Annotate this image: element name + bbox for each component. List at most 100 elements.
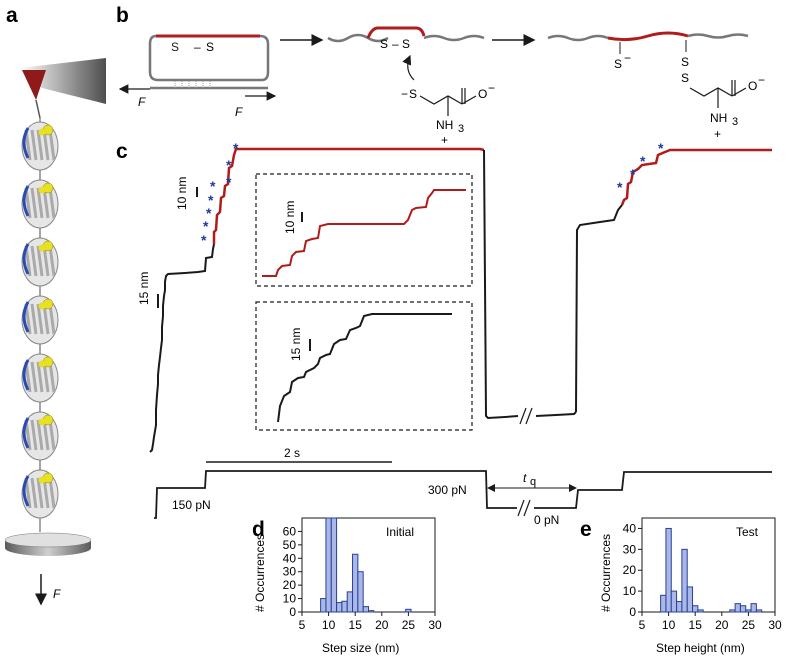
y-tick-label: 30: [623, 542, 637, 556]
b-o-charge: −: [488, 81, 495, 95]
b-prod-s2: S: [681, 71, 689, 85]
inset-trace-red: [262, 189, 466, 277]
hist-bar: [357, 571, 364, 613]
hist-d-ylabel: # Occurrences: [253, 534, 267, 612]
inset-red-box: [255, 173, 473, 287]
trace-initial-black: [149, 243, 215, 453]
b-prod-nh3-sub: 3: [732, 116, 738, 128]
product-loop-red: [607, 31, 689, 42]
hist-d-title: Initial: [386, 525, 414, 539]
x-tick-label: 25: [402, 618, 416, 632]
time-scale-label: 2 s: [284, 446, 300, 460]
hist-bar: [346, 591, 354, 613]
hist-bar: [692, 605, 699, 613]
b-plus: +: [441, 133, 448, 147]
x-tick-label: 25: [742, 618, 756, 632]
inset-black-box: [255, 301, 473, 431]
step-star-10: *: [640, 153, 646, 169]
step-star-8: *: [201, 232, 207, 248]
x-tick-label: 5: [639, 618, 646, 632]
b-s2: S: [206, 40, 214, 54]
hist-d-frame: [301, 517, 436, 613]
protein-domain-5: [21, 353, 59, 403]
y-tick-label: 20: [283, 578, 297, 592]
b-nh3: NH: [436, 118, 453, 132]
hist-bar: [336, 602, 343, 613]
trace-test-black: [575, 204, 623, 413]
protein-domain-1: [21, 121, 59, 171]
cysteine-backbone: [419, 95, 463, 105]
panel-b-letter: b: [116, 4, 129, 27]
b-force-left: F: [138, 95, 146, 109]
x-tick-label: 15: [689, 618, 703, 632]
step-star-5: *: [208, 192, 214, 208]
b-prod-s-charge: −: [624, 51, 631, 65]
y-tick-label: 50: [283, 538, 297, 552]
hist-bar: [755, 609, 763, 613]
tq-sub: q: [530, 476, 536, 488]
force-protocol-trace: [154, 470, 517, 519]
cantilever-tip: [22, 70, 46, 100]
inset-trace-black: [277, 313, 452, 423]
y-tick-label: 40: [283, 551, 297, 565]
step-star-3: *: [226, 174, 232, 190]
step-star-1: *: [233, 140, 239, 156]
hist-bar: [665, 527, 672, 613]
b-prod-plus: +: [714, 127, 721, 141]
y-tick-label: 0: [289, 605, 296, 619]
hist-e-frame: [641, 517, 776, 613]
step-star-6: *: [206, 205, 212, 221]
x-tick-label: 20: [715, 618, 729, 632]
hist-bar: [734, 603, 741, 613]
y-tick-label: 60: [283, 524, 297, 538]
hist-e-xlabel: Step height (nm): [656, 641, 745, 655]
tq-label: t: [523, 471, 527, 485]
hist-bar: [660, 594, 667, 613]
protein-domain-3: [21, 237, 59, 287]
force-150-label: 150 pN: [172, 498, 211, 512]
hist-bar: [405, 608, 412, 613]
b-prod-s1: S: [681, 55, 689, 69]
hist-bar: [750, 603, 757, 613]
hist-bar: [745, 609, 752, 613]
b-s1: S: [171, 40, 179, 54]
b-dash: –: [194, 40, 201, 54]
step-star-11: *: [630, 166, 636, 182]
protein-domain-4: [21, 295, 59, 345]
y-tick-label: 40: [623, 521, 637, 535]
x-tick-label: 30: [428, 618, 442, 632]
step-star-12: *: [617, 179, 623, 195]
b-cys-s: S: [409, 87, 417, 101]
trace-test-red: [620, 148, 772, 206]
inset-scale-label-15nm: 15 nm: [289, 328, 303, 361]
y-tick-label: 10: [283, 592, 297, 606]
step-star-4: *: [210, 178, 216, 194]
panel-a-letter: a: [6, 4, 18, 27]
hist-bar: [325, 517, 332, 613]
force-label-a: F: [53, 587, 61, 601]
b-s3: S: [380, 37, 388, 51]
step-markers: ************: [201, 140, 664, 248]
b-force-right: F: [235, 105, 243, 119]
trace-drop-black: [483, 149, 519, 420]
inset-scale-label-10nm: 10 nm: [283, 201, 297, 234]
hist-bar: [686, 586, 694, 613]
hist-bar: [320, 598, 327, 613]
hist-bar: [341, 600, 348, 613]
scale-label-10nm: 10 nm: [175, 177, 189, 210]
protein-domain-7: [21, 469, 59, 519]
hist-e-ylabel: # Occurrences: [599, 534, 613, 612]
protein-domain-2: [21, 179, 59, 229]
x-tick-label: 15: [349, 618, 363, 632]
protein-domain-6: [21, 411, 59, 461]
step-star-2: *: [226, 157, 232, 173]
scale-label-15nm: 15 nm: [137, 272, 151, 305]
force-0-label: 0 pN: [534, 513, 559, 527]
b-prod-nh3: NH: [710, 111, 727, 125]
hist-bar: [352, 553, 359, 613]
panel-a: a F: [4, 4, 106, 606]
hist-bar: [330, 517, 338, 613]
x-tick-label: 5: [299, 618, 306, 632]
